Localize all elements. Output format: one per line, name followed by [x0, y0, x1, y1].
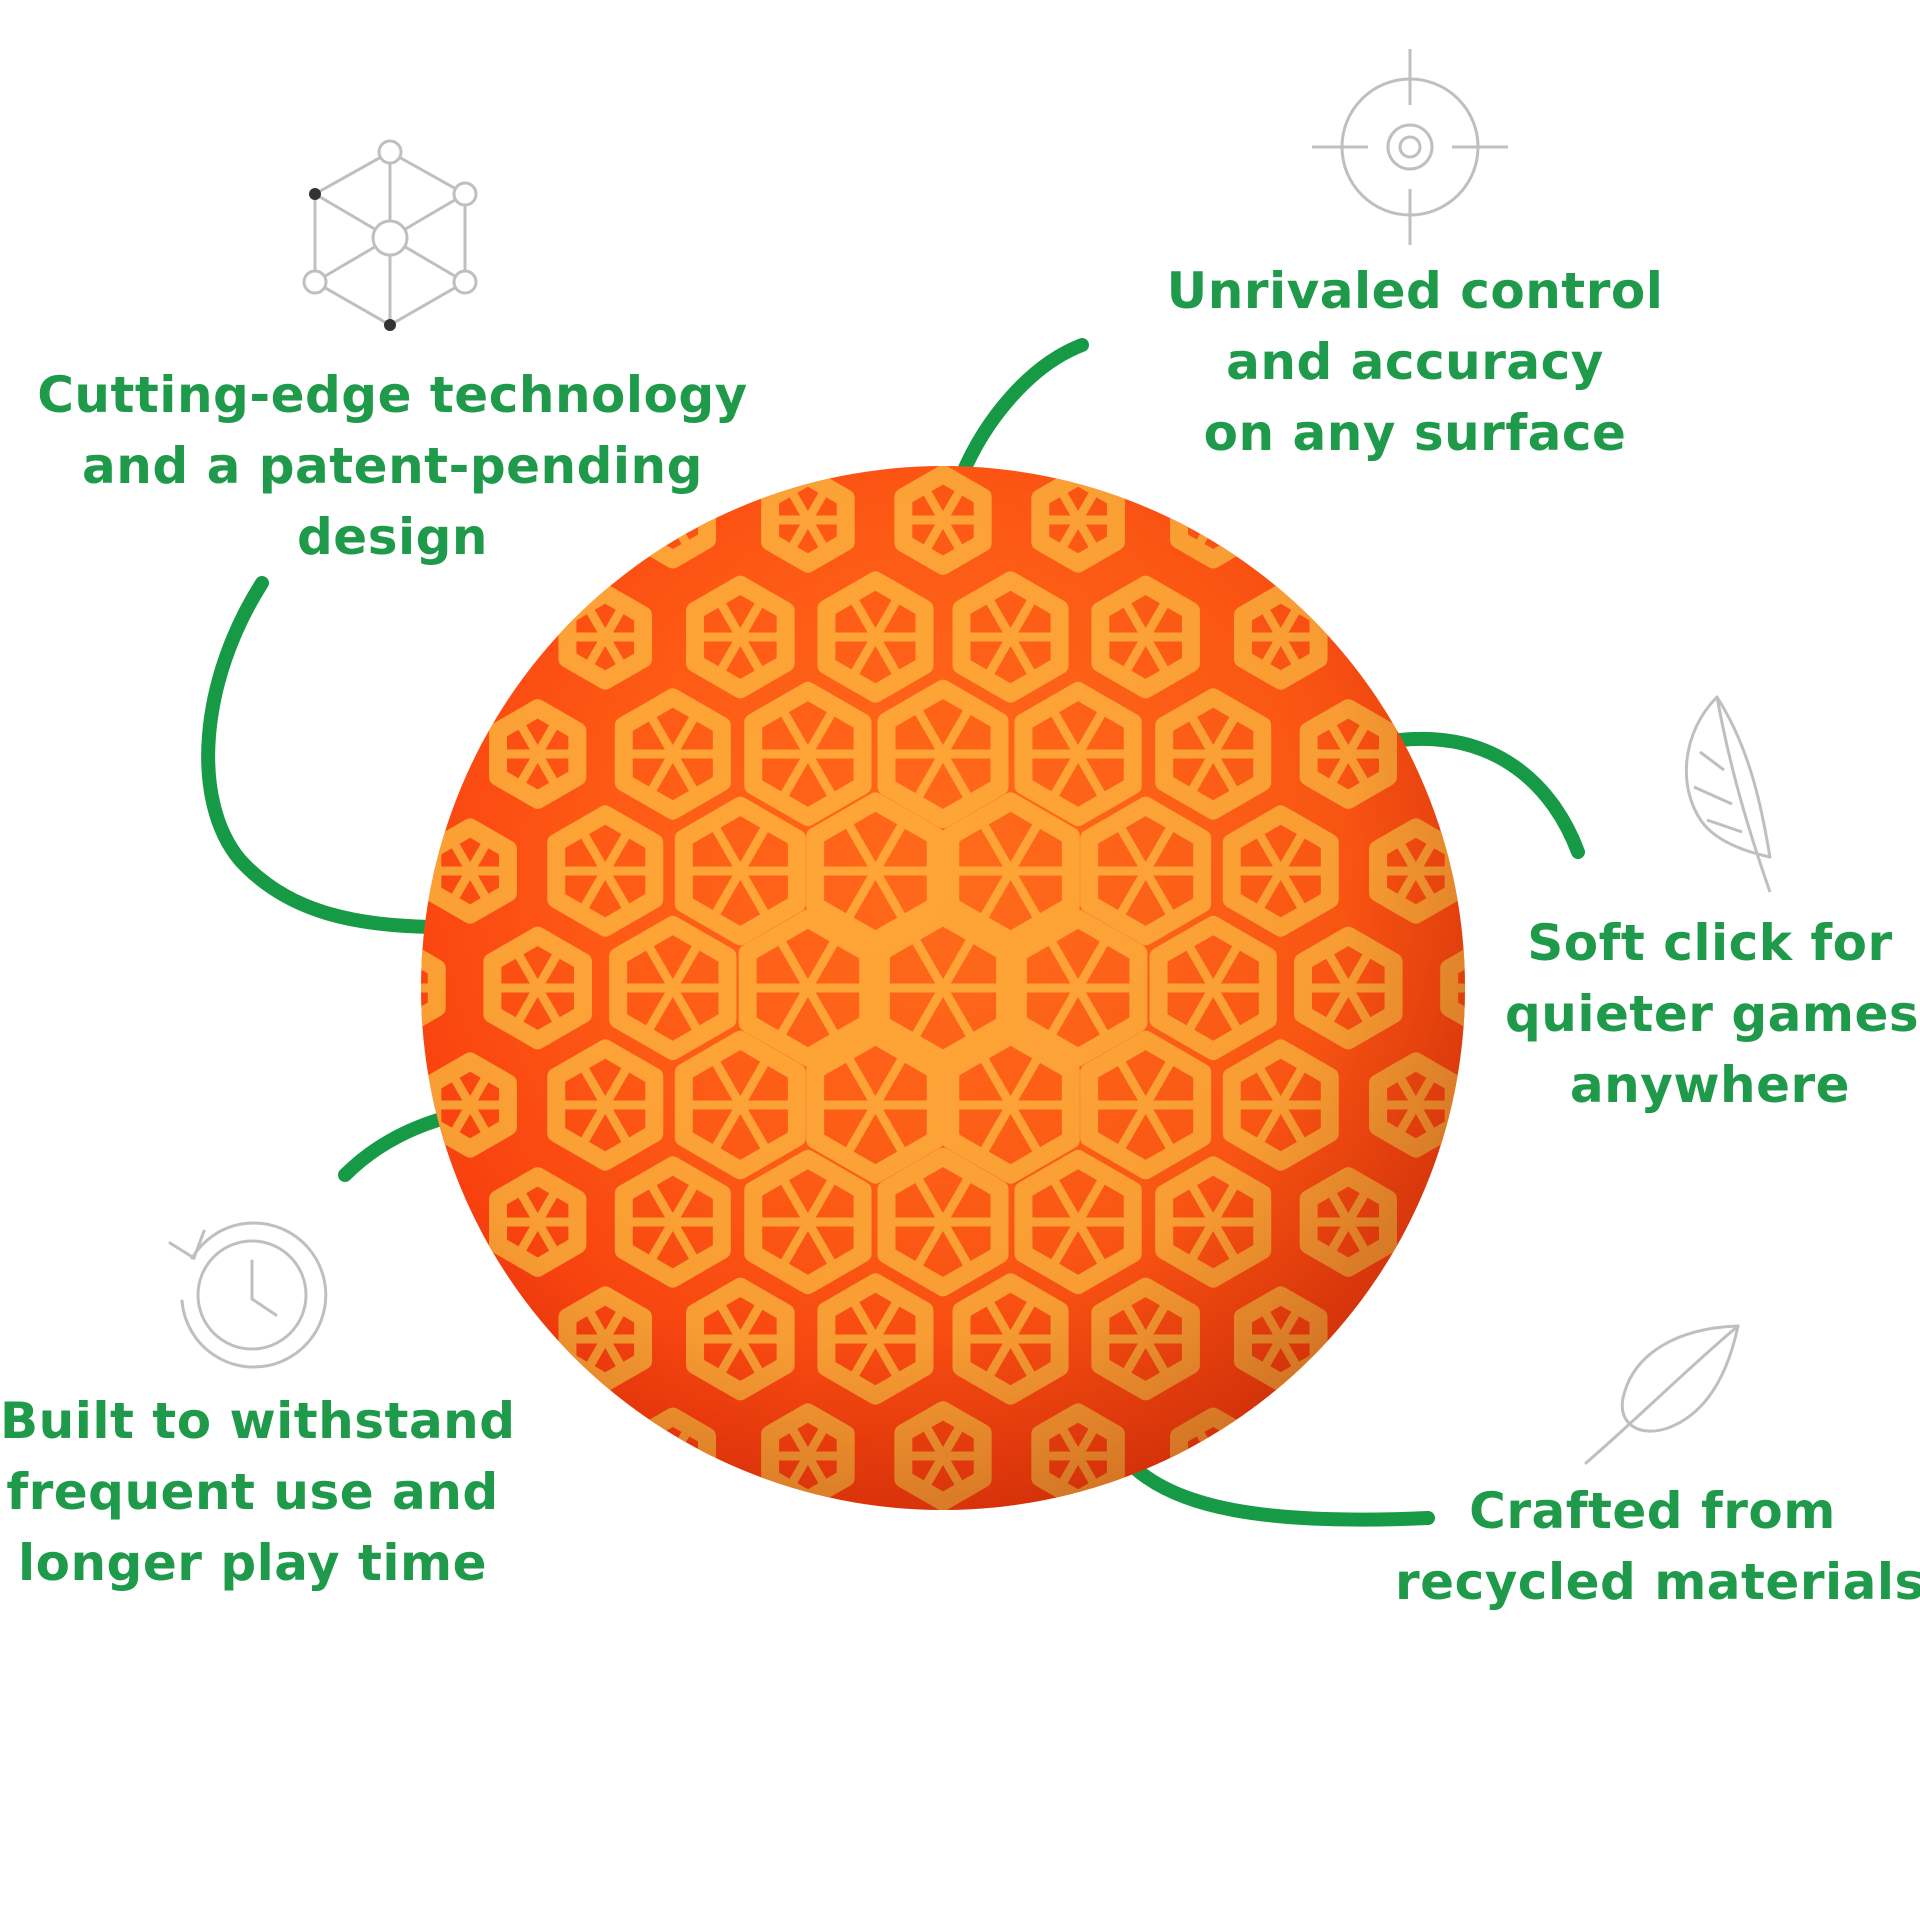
- feature-technology-line-3: design: [297, 508, 488, 566]
- feature-recycled-line-1: Crafted from: [1469, 1482, 1836, 1540]
- lattice-cell: [1372, 1290, 1460, 1388]
- lattice-cell: [1372, 588, 1460, 686]
- connector-soft-click: [1393, 731, 1585, 859]
- lattice-spokes: [421, 723, 438, 785]
- feature-control-line-1: Unrivaled control: [1166, 262, 1664, 320]
- lattice-cell: [426, 588, 514, 686]
- feature-soft-click-line-2: quieter games: [1505, 985, 1920, 1043]
- feature-durability-line-1: Built to withstand: [0, 1392, 516, 1450]
- lattice-spokes: [981, 1547, 1041, 1599]
- feather-icon: [1684, 695, 1772, 893]
- feature-control-line-3: on any surface: [1203, 404, 1627, 462]
- feature-control-line-2: and accuracy: [1226, 333, 1604, 391]
- lattice-cell: [1440, 1173, 1465, 1271]
- lattice-spokes: [1381, 606, 1451, 668]
- feature-durability-text: Built to withstand frequent use and long…: [0, 1386, 516, 1599]
- lattice-cell: [421, 1173, 446, 1271]
- connector-technology: [201, 576, 437, 934]
- lattice-cell: [426, 1290, 514, 1388]
- feature-technology-line-2: and a patent-pending: [82, 437, 703, 495]
- feature-durability-line-3: longer play time: [17, 1534, 488, 1592]
- lattice-cell: [421, 705, 446, 803]
- lattice-spokes: [981, 377, 1041, 429]
- lattice-spokes: [435, 606, 505, 668]
- feature-technology-line-1: Cutting-edge technology: [37, 366, 748, 424]
- lattice-cell: [976, 1534, 1044, 1613]
- feature-durability-line-2: frequent use and: [6, 1463, 499, 1521]
- leaf-icon: [1584, 1324, 1740, 1465]
- feature-soft-click-text: Soft click for quieter games anywhere: [1505, 908, 1920, 1121]
- lattice-spokes: [421, 1191, 438, 1253]
- clock-refresh-icon: [168, 1221, 328, 1369]
- feature-soft-click-line-1: Soft click for: [1527, 914, 1893, 972]
- lattice-cell: [841, 1534, 909, 1613]
- lattice-spokes: [1381, 1308, 1451, 1370]
- lattice-cell: [976, 364, 1044, 443]
- lattice-cell: [1440, 705, 1465, 803]
- lattice-spokes: [1448, 723, 1465, 785]
- lattice-spokes: [1448, 1191, 1465, 1253]
- feature-technology-text: Cutting-edge technology and a patent-pen…: [20, 360, 765, 573]
- feature-soft-click-line-3: anywhere: [1569, 1056, 1851, 1114]
- feature-control-text: Unrivaled control and accuracy on any su…: [1135, 256, 1695, 469]
- connector-durability: [338, 1113, 445, 1182]
- feature-recycled-text: Crafted from recycled materials: [1395, 1476, 1920, 1618]
- molecule-cube-icon: [302, 139, 478, 331]
- lattice-spokes: [845, 377, 905, 429]
- lattice-spokes: [435, 1308, 505, 1370]
- lattice-spokes: [845, 1547, 905, 1599]
- lattice-cell: [841, 364, 909, 443]
- crosshair-target-icon: [1312, 49, 1508, 245]
- connector-control: [955, 338, 1089, 482]
- connector-recycled: [1118, 1451, 1435, 1527]
- feature-recycled-line-2: recycled materials: [1395, 1553, 1920, 1611]
